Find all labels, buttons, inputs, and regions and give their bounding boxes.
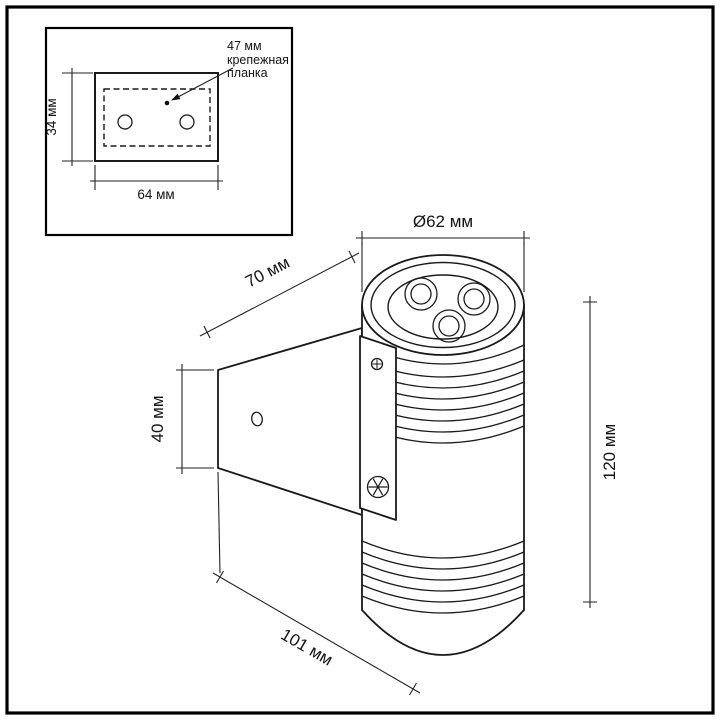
bracket-screw (366, 475, 390, 499)
callout-value-label: 47 мм (227, 39, 262, 53)
dim-plate-width-label: 64 мм (137, 187, 174, 202)
led-lens-3 (432, 309, 466, 343)
fin-line (361, 562, 525, 581)
fin-line (361, 540, 525, 559)
screw-head (366, 475, 390, 499)
page-frame (5, 5, 715, 715)
body-bottom-arc (361, 609, 525, 656)
fin-line (361, 573, 525, 592)
dim-bracket-height-label: 40 мм (148, 395, 167, 442)
dim-body-height: 120 мм (583, 296, 619, 608)
dim-total-depth-line (212, 572, 421, 694)
fin-line (361, 584, 525, 603)
led-lens-inner (438, 315, 460, 337)
lens-face (387, 274, 499, 340)
dim-plate-width: 64 мм (90, 165, 223, 202)
inset-frame (44, 26, 294, 237)
led-lens-outer (404, 277, 438, 311)
mounting-plate-inset: 47 мм крепежная планка 34 мм 64 мм (44, 26, 294, 237)
body-fill (362, 305, 524, 655)
dim-top-depth: 70 мм (199, 250, 360, 339)
mounting-hole-right (179, 114, 195, 130)
led-lens-1 (404, 277, 438, 311)
dim-bracket-height: 40 мм (148, 364, 214, 474)
dim-plate-height: 34 мм (44, 68, 93, 166)
screw-star-slots (368, 478, 388, 496)
dim-diameter-ticks (361, 231, 525, 245)
led-lens-inner (410, 283, 432, 305)
callout-leader-arrow (171, 93, 181, 101)
dim-diameter-label: Ø62 мм (413, 212, 473, 231)
dim-plate-height-label: 34 мм (44, 98, 59, 135)
callout-text-line2: планка (227, 66, 268, 80)
cooling-fins-bottom (361, 540, 525, 614)
dim-total-depth-label: 101 мм (278, 625, 336, 670)
callout-leader-line (177, 67, 234, 98)
fin-line (361, 595, 525, 614)
dim-top-depth-label: 70 мм (242, 253, 292, 292)
top-lens-assembly (361, 254, 525, 356)
led-lens-outer (432, 309, 466, 343)
dim-total-depth-ticks (216, 570, 417, 696)
bracket-collar (359, 335, 397, 521)
rivet-cross (372, 359, 382, 369)
dim-body-height-ticks (583, 301, 597, 603)
bracket-plate (217, 327, 363, 516)
dim-plate-width-extensions (94, 165, 219, 190)
spotlight-body (361, 254, 525, 656)
mounting-bracket (217, 327, 363, 516)
dim-plate-height-extensions (62, 72, 93, 162)
callout-dot (164, 100, 170, 106)
led-lens-outer (457, 282, 491, 316)
dim-total-depth-extension (217, 471, 221, 574)
rivet-circle (370, 357, 384, 371)
led-lens-2 (457, 282, 491, 316)
mounting-plate-dashed-outline (103, 88, 211, 147)
dim-top-depth-line (199, 252, 360, 337)
collar-rivet (370, 357, 384, 371)
mounting-hole-left (117, 114, 133, 130)
collar-face (359, 335, 397, 521)
dim-body-height-label: 120 мм (600, 424, 619, 480)
fin-line (361, 551, 525, 570)
bracket-hole (251, 411, 263, 427)
led-lens-inner (463, 288, 485, 310)
dim-diameter-extensions (361, 242, 525, 292)
dim-top-depth-ticks (203, 250, 356, 339)
dim-diameter: Ø62 мм (356, 212, 530, 292)
callout-text-line1: крепежная (227, 53, 289, 67)
